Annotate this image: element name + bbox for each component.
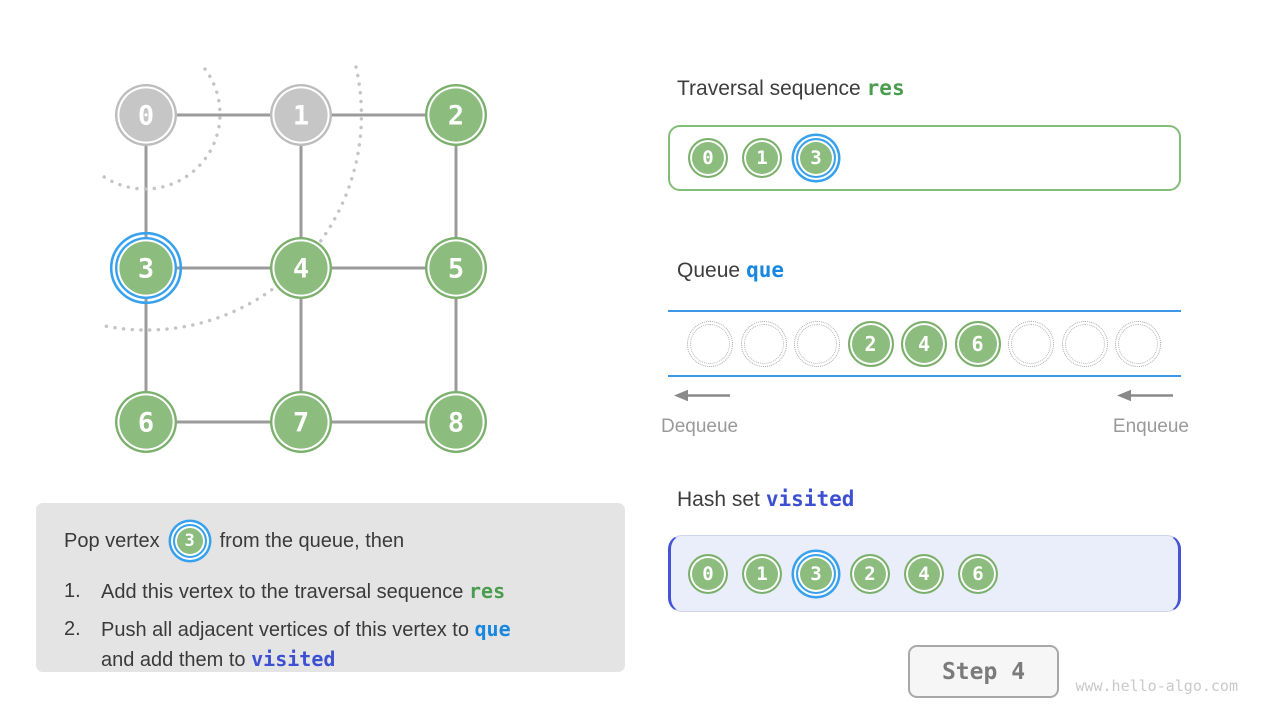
graph-vertex-3: 3 [109, 231, 183, 305]
queue-top-line [668, 310, 1181, 312]
list-text: Push all adjacent vertices of this verte… [101, 617, 511, 671]
graph-vertex-8: 8 [425, 391, 487, 453]
queue-circle-6: 6 [954, 321, 1001, 367]
sequence-circle-6: 6 [958, 553, 998, 594]
sequence-circle-1: 1 [742, 553, 782, 594]
graph-vertex-6: 6 [115, 391, 177, 453]
explanation-item-1: 1. Add this vertex to the traversal sequ… [64, 577, 605, 607]
sequence-circle-2: 2 [850, 553, 890, 594]
graph-vertex-4: 4 [270, 237, 332, 299]
visited-code-label: visited [765, 487, 855, 511]
queue-slot-empty [687, 321, 733, 367]
list-number: 2. [64, 618, 81, 640]
queue-circle-2: 2 [847, 321, 894, 367]
queue-bottom-line [668, 375, 1181, 377]
queue-slot-empty [794, 321, 840, 367]
explanation-intro-after: from the queue, then [219, 529, 405, 552]
queue-slot-empty [1008, 321, 1054, 367]
queue-title-text: Queue [677, 259, 741, 282]
dequeue-arrow-icon [674, 389, 730, 402]
res-code-label: res [866, 76, 905, 100]
explanation-intro-before: Pop vertex [64, 529, 160, 552]
enqueue-arrow-icon [1117, 389, 1173, 402]
sequence-circle-0: 0 [688, 553, 728, 594]
graph-vertex-5: 5 [425, 237, 487, 299]
svg-text:7: 7 [293, 408, 309, 439]
svg-text:2: 2 [448, 101, 464, 132]
queue-circle-4: 4 [901, 321, 947, 367]
graph-canvas: 0 1 2 3 4 5 6 7 8 [98, 65, 487, 453]
queue-slot-empty [1061, 321, 1108, 367]
graph-vertex-0: 0 [115, 84, 177, 146]
svg-text:0: 0 [138, 101, 154, 132]
sequence-circle-0: 0 [688, 138, 728, 178]
list-number: 1. [64, 580, 81, 602]
enqueue-label: Enqueue [1112, 416, 1189, 437]
svg-text:8: 8 [448, 408, 464, 439]
current-vertex-chip: 3 [172, 524, 207, 558]
graph-vertex-1: 1 [270, 84, 332, 146]
list-text: Add this vertex to the traversal sequenc… [101, 579, 506, 603]
que-code-label: que [746, 258, 784, 282]
watermark: www.hello-algo.com [1075, 677, 1238, 695]
queue-slot-empty [1115, 321, 1161, 367]
sequence-circle-3: 3 [796, 553, 836, 594]
explanation-intro: Pop vertex 3 from the queue, then [64, 518, 605, 564]
svg-text:6: 6 [138, 408, 154, 439]
bfs-wave-arc-1 [98, 67, 222, 191]
svg-text:3: 3 [138, 254, 154, 285]
explanation-item-2: 2. Push all adjacent vertices of this ve… [64, 615, 605, 675]
bfs-wave-arc-2 [103, 65, 364, 332]
queue-slot-empty [740, 321, 787, 367]
svg-text:5: 5 [448, 254, 464, 285]
svg-text:1: 1 [293, 101, 309, 132]
explanation-list: 1. Add this vertex to the traversal sequ… [64, 577, 605, 675]
step-button[interactable]: Step 4 [908, 645, 1059, 698]
svg-text:4: 4 [293, 254, 309, 285]
graph-vertex-2: 2 [425, 84, 487, 146]
traversal-sequence-title-text: Traversal sequence [677, 77, 861, 100]
explanation-box: Pop vertex 3 from the queue, then 1. Add… [36, 503, 625, 672]
hashset-title-text: Hash set [677, 488, 760, 511]
dequeue-label: Dequeue [661, 416, 739, 437]
sequence-circle-1: 1 [742, 138, 782, 178]
graph-vertex-7: 7 [270, 391, 332, 453]
sequence-circle-3: 3 [796, 138, 836, 178]
sequence-circle-4: 4 [904, 553, 944, 594]
